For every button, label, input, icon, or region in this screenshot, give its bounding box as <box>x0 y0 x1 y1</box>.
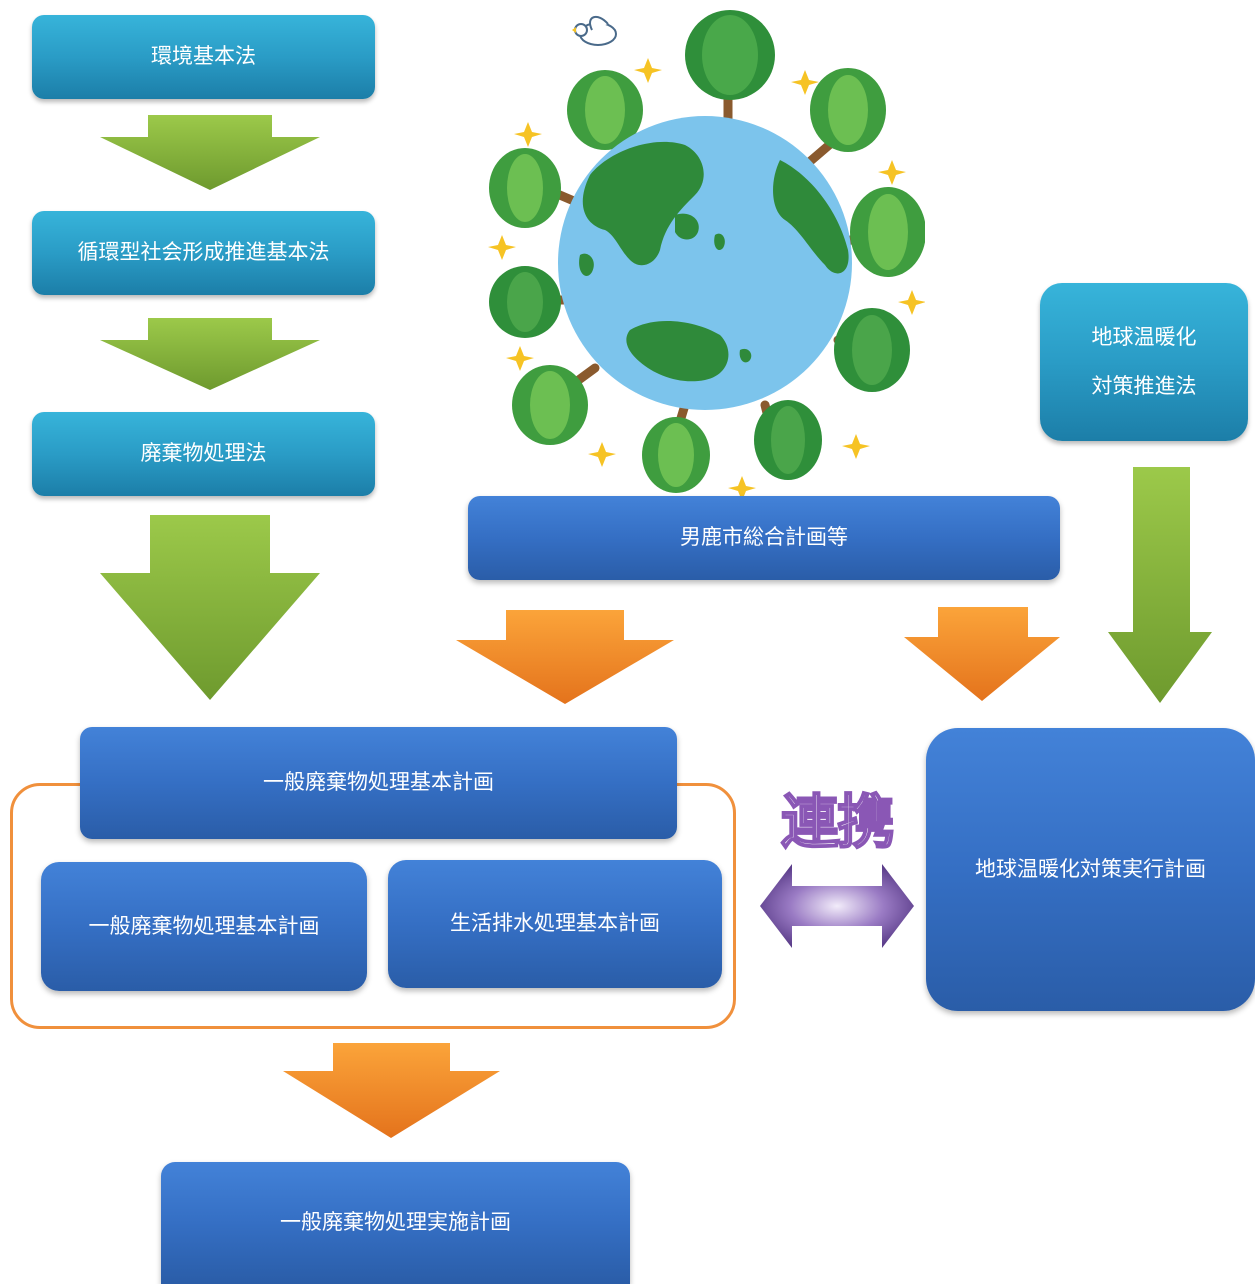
jisshi-plan-label: 一般廃棄物処理実施計画 <box>280 1210 511 1235</box>
haikibutsu-law-label: 廃棄物処理法 <box>140 441 267 466</box>
orange-down-arrow-3 <box>283 1043 500 1138</box>
ondanka-law-label-line2: 対策推進法 <box>1091 374 1197 398</box>
jisshi-plan-box: 一般廃棄物処理実施計画 <box>161 1162 630 1284</box>
sogo-plan-box: 男鹿市総合計画等 <box>468 496 1060 580</box>
green-down-arrow-large <box>100 515 320 700</box>
junkan-kihon-law-label: 循環型社会形成推進基本法 <box>77 240 330 265</box>
seikatsu-haisui-plan-box: 生活排水処理基本計画 <box>388 860 722 988</box>
junkan-kihon-law-box: 循環型社会形成推進基本法 <box>32 211 375 295</box>
orange-down-arrow-2 <box>904 607 1060 701</box>
sogo-plan-label: 男鹿市総合計画等 <box>680 525 848 550</box>
ondanka-law-label-line1: 地球温暖化 <box>1091 324 1197 349</box>
ippan-kihon-plan-label: 一般廃棄物処理基本計画 <box>263 770 494 795</box>
ippan-kihon-plan-box: 一般廃棄物処理基本計画 <box>80 727 677 839</box>
haikibutsu-law-box: 廃棄物処理法 <box>32 412 375 496</box>
link-double-arrow <box>760 864 914 948</box>
kankyo-kihon-law-label: 環境基本法 <box>151 44 256 69</box>
green-down-arrow-1 <box>100 115 320 190</box>
kankyo-kihon-law-box: 環境基本法 <box>32 15 375 99</box>
green-down-arrow-right <box>1108 467 1212 703</box>
earth-with-trees-icon <box>488 10 925 500</box>
green-down-arrow-2 <box>100 318 320 390</box>
ondanka-law-box: 地球温暖化 対策推進法 <box>1040 283 1248 441</box>
ondanka-jikko-plan-box: 地球温暖化対策実行計画 <box>926 728 1255 1011</box>
seikatsu-haisui-plan-label: 生活排水処理基本計画 <box>450 911 660 936</box>
ippan-kihon-sub-plan-box: 一般廃棄物処理基本計画 <box>41 862 367 991</box>
ondanka-jikko-plan-label: 地球温暖化対策実行計画 <box>975 856 1206 881</box>
link-label: 連携 <box>780 787 896 857</box>
ippan-kihon-sub-plan-label: 一般廃棄物処理基本計画 <box>88 913 320 938</box>
orange-down-arrow-1 <box>456 610 674 704</box>
